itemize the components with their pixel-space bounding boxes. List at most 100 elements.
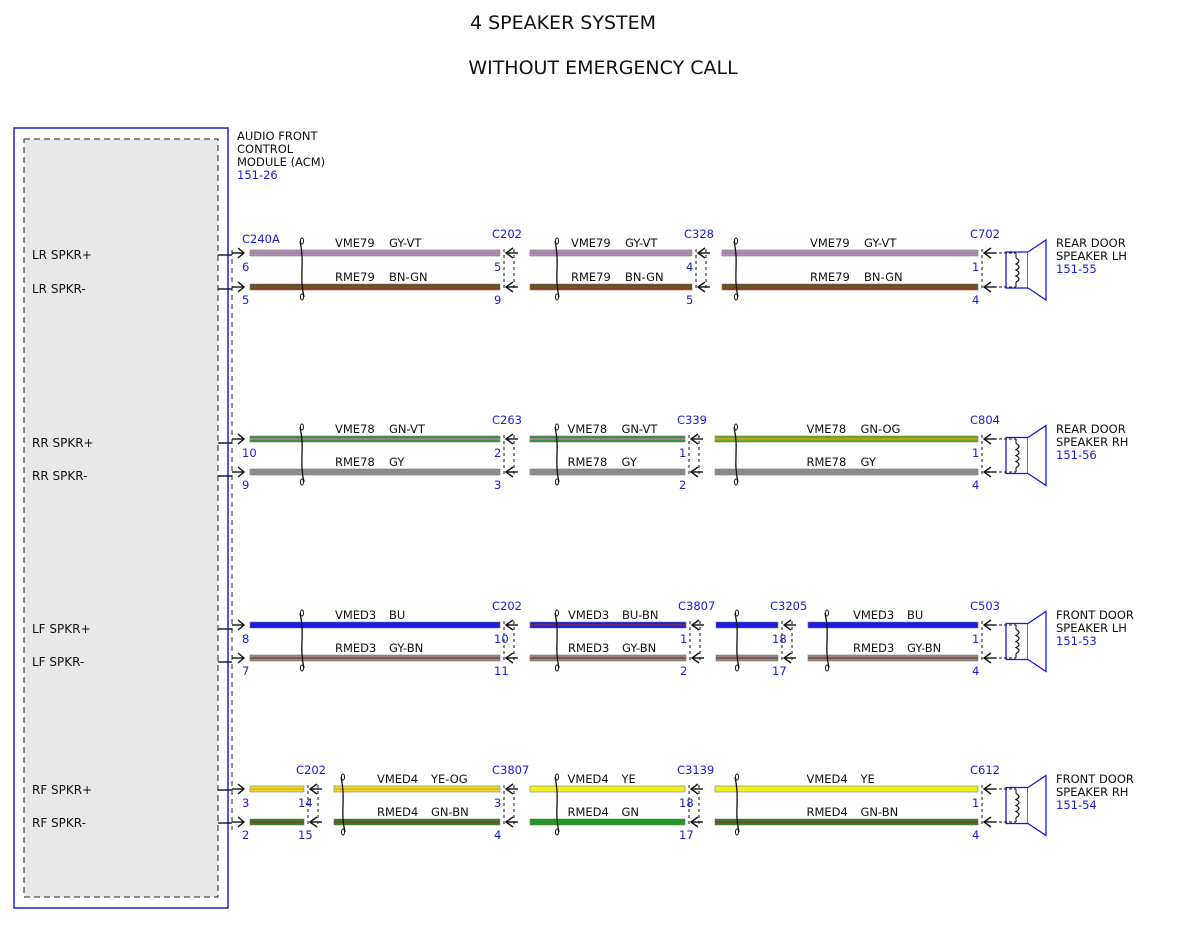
pin-number-rf-2-top: 3: [494, 796, 501, 810]
wire-color-code-lf-0-1: GY-BN: [389, 641, 423, 655]
signal-label-rr-neg: RR SPKR-: [32, 469, 87, 483]
wire-rf-3-pos: [714, 785, 979, 793]
pin-number-lr-3-top: 1: [972, 260, 979, 274]
wire-rf-2-pos: [529, 785, 686, 793]
wire-color-code-rr-0-0: GN-VT: [389, 422, 426, 436]
signal-label-rr-pos: RR SPKR+: [32, 436, 94, 450]
wire-color-code-lr-1-1: BN-GN: [625, 270, 664, 284]
wire-lf-0-pos: [249, 621, 501, 629]
pin-number-rr-1-bottom: 3: [494, 478, 501, 492]
twisted-pair-rf-1-end-top: [341, 773, 345, 781]
wire-color-code-rf-2-0: YE: [621, 772, 636, 786]
pin-number-lf-3-bottom: 17: [772, 664, 787, 678]
pin-number-rr-acm-bottom: 9: [242, 478, 249, 492]
pin-number-rr-2-top: 1: [679, 446, 686, 460]
twisted-pair-rf-2-end-top: [555, 773, 559, 781]
wire-circuit-rf-3-1: RMED4: [807, 805, 848, 819]
pin-number-rr-acm-top: 10: [242, 446, 257, 460]
connector-name-lf-3: C3205: [770, 599, 807, 613]
wire-color-code-lr-2-0: GY-VT: [864, 236, 897, 250]
twisted-pair-lf-2-end-top: [735, 609, 739, 617]
wire-circuit-rr-0-0: VME78: [335, 422, 375, 436]
pin-number-lf-2-bottom: 2: [680, 664, 687, 678]
wire-circuit-rf-2-1: RMED4: [568, 805, 609, 819]
pin-number-lf-acm-bottom: 7: [242, 664, 249, 678]
wire-color-code-rf-3-0: YE: [860, 772, 875, 786]
signal-label-lf-pos: LF SPKR+: [32, 622, 91, 636]
connector-name-rr-3: C804: [970, 413, 1000, 427]
speaker-rf-cone: [1027, 774, 1047, 837]
speaker-rr-cone: [1027, 424, 1047, 487]
wire-color-code-lf-1-0: BU-BN: [622, 608, 659, 622]
pin-number-rr-3-top: 1: [972, 446, 979, 460]
acm-pin-rr-bottom-arrow: [237, 466, 246, 478]
pin-number-lf-4-bottom: 4: [972, 664, 979, 678]
twisted-pair-lf-3-end-bottom: [825, 664, 829, 672]
wire-color-code-rf-1-1: GN-BN: [431, 805, 469, 819]
speaker-name-rf-1: FRONT DOOR: [1056, 772, 1134, 786]
wire-circuit-rf-1-0: VMED4: [377, 772, 418, 786]
acm-pin-lr-bottom-arrow: [237, 281, 246, 293]
wire-circuit-lr-1-0: VME79: [571, 236, 611, 250]
pin-number-lr-1-bottom: 9: [494, 293, 501, 307]
wire-circuit-lr-0-0: VME79: [335, 236, 375, 250]
speaker-name-lf-2: SPEAKER LH: [1056, 621, 1127, 635]
acm-module-body: [23, 138, 219, 898]
pin-number-rf-1-bottom: 15: [298, 828, 313, 842]
twisted-pair-rr-0-end-bottom: [300, 478, 304, 486]
twisted-pair-lr-2: [733, 240, 739, 298]
acm-pin-lf-top-arrow: [237, 619, 246, 631]
wire-circuit-lf-3-0: VMED3: [853, 608, 894, 622]
pin-number-lf-4-top: 1: [972, 632, 979, 646]
pin-number-lr-acm-top: 6: [242, 260, 249, 274]
speaker-name-rr-1: REAR DOOR: [1056, 422, 1126, 436]
twisted-pair-lf-3: [824, 612, 830, 669]
signal-label-lf-neg: LF SPKR-: [32, 655, 84, 669]
wire-color-code-rf-1-0: YE-OG: [430, 772, 468, 786]
wire-circuit-lr-1-1: RME79: [571, 270, 611, 284]
twisted-pair-rr-1-end-bottom: [555, 478, 559, 486]
wire-color-code-lf-1-1: GY-BN: [622, 641, 656, 655]
wire-rr-1-neg: [529, 468, 686, 476]
speaker-ref-rr: 151-56: [1056, 448, 1097, 462]
twisted-pair-lf-3-end-top: [825, 609, 829, 617]
acm-ref: 151-26: [237, 168, 278, 182]
acm-pin-rf-bottom-arrow: [237, 816, 246, 828]
twisted-pair-lr-2-end-top: [734, 237, 738, 245]
signal-label-rf-pos: RF SPKR+: [32, 783, 92, 797]
speaker-lr-coil: [1014, 257, 1020, 283]
pin-number-lr-1-top: 5: [494, 260, 501, 274]
twisted-pair-rf-1: [340, 776, 346, 833]
pin-number-lf-acm-top: 8: [242, 632, 249, 646]
speaker-ref-lf: 151-53: [1056, 634, 1097, 648]
wire-rf-2-neg: [529, 818, 686, 826]
wire-circuit-lf-1-0: VMED3: [568, 608, 609, 622]
speaker-name-rf-2: SPEAKER RH: [1056, 785, 1128, 799]
twisted-pair-rf-2-end-bottom: [555, 828, 559, 836]
pin-number-rr-1-top: 2: [494, 446, 501, 460]
twisted-pair-rf-3-end-bottom: [735, 828, 739, 836]
wire-circuit-rf-2-0: VMED4: [568, 772, 609, 786]
pin-number-rf-1-top: 14: [298, 796, 313, 810]
acm-pin-lf-bottom-arrow: [237, 652, 246, 664]
speaker-lf-cone: [1027, 610, 1047, 673]
wire-circuit-rf-1-1: RMED4: [377, 805, 418, 819]
pin-number-rf-2-bottom: 4: [494, 828, 501, 842]
signal-label-rf-neg: RF SPKR-: [32, 816, 86, 830]
twisted-pair-rf-3-end-top: [735, 773, 739, 781]
twisted-pair-rr-1-end-top: [555, 423, 559, 431]
speaker-ref-lr: 151-55: [1056, 262, 1097, 276]
acm-name-line-2: CONTROL: [237, 142, 294, 156]
wire-circuit-lf-0-0: VMED3: [335, 608, 376, 622]
circuits-layer: LR SPKR+LR SPKR-65C20259C32845C70214VME7…: [32, 227, 1134, 842]
pin-number-lr-2-bottom: 5: [686, 293, 693, 307]
twisted-pair-lf-1: [554, 612, 560, 669]
acm-connector-label: C240A: [242, 232, 280, 246]
wire-circuit-lr-2-0: VME79: [810, 236, 850, 250]
wire-rr-2-neg: [714, 468, 979, 476]
wire-rr-0-neg: [249, 468, 501, 476]
wire-circuit-rr-0-1: RME78: [335, 455, 375, 469]
signal-label-lr-pos: LR SPKR+: [32, 248, 92, 262]
twisted-pair-rr-2-end-top: [734, 423, 738, 431]
